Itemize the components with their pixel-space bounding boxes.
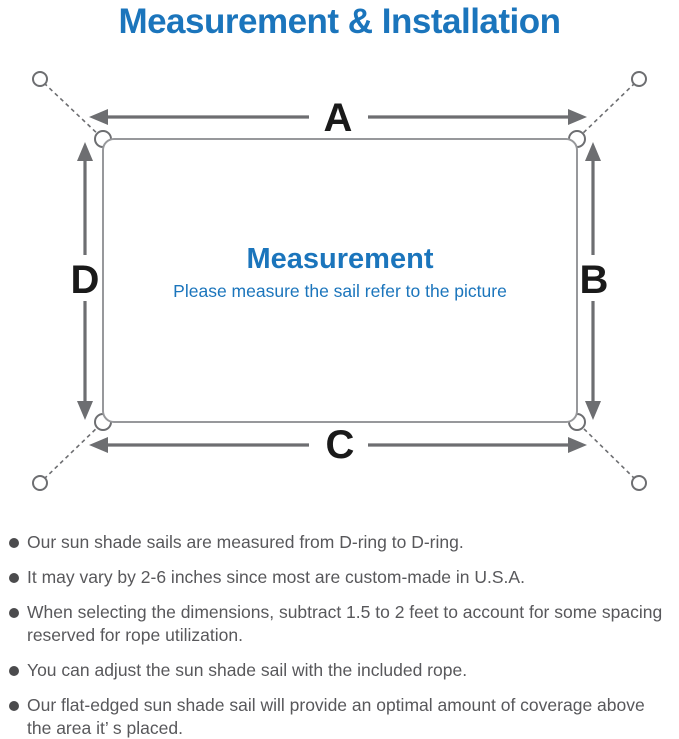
bullet-icon <box>9 701 19 711</box>
sail-rectangle <box>102 138 578 423</box>
note-item: When selecting the dimensions, subtract … <box>8 601 673 647</box>
guy-lines <box>43 82 636 480</box>
note-item: It may vary by 2-6 inches since most are… <box>8 566 673 589</box>
note-text: When selecting the dimensions, subtract … <box>27 602 663 645</box>
bullet-icon <box>9 538 19 548</box>
anchor-points <box>32 71 647 491</box>
bullet-icon <box>9 666 19 676</box>
diagram-heading: Measurement <box>247 243 434 275</box>
arrowhead-right-icon <box>568 109 587 125</box>
bullet-icon <box>9 573 19 583</box>
guy-line-bottom-left <box>43 423 102 480</box>
arrowhead-down-icon <box>77 401 93 420</box>
measurement-diagram: A C D B Measur <box>32 71 647 491</box>
dimension-label-b: B <box>580 258 609 302</box>
diagram-subheading: Please measure the sail refer to the pic… <box>173 281 507 301</box>
guy-line-top-right <box>578 82 636 138</box>
bullet-icon <box>9 608 19 618</box>
note-item: Our flat-edged sun shade sail will provi… <box>8 694 673 739</box>
guy-line-bottom-right <box>578 423 636 480</box>
dimension-label-c: C <box>326 423 355 467</box>
arrowhead-left-icon <box>89 437 108 453</box>
note-item: Our sun shade sails are measured from D-… <box>8 531 673 554</box>
note-text: You can adjust the sun shade sail with t… <box>27 660 468 680</box>
dimension-label-a: A <box>324 96 353 140</box>
anchor-circle-icon <box>32 71 48 87</box>
note-text: Our flat-edged sun shade sail will provi… <box>27 695 645 738</box>
arrowhead-up-icon <box>585 142 601 161</box>
note-item: You can adjust the sun shade sail with t… <box>8 659 673 682</box>
arrowhead-down-icon <box>585 401 601 420</box>
anchor-circle-icon <box>631 475 647 491</box>
dimension-label-d: D <box>71 258 100 302</box>
page-title: Measurement & Installation <box>118 2 561 41</box>
arrowhead-left-icon <box>89 109 108 125</box>
arrowhead-up-icon <box>77 142 93 161</box>
notes-list: Our sun shade sails are measured from D-… <box>8 531 673 739</box>
anchor-circle-icon <box>32 475 48 491</box>
note-text: Our sun shade sails are measured from D-… <box>27 532 464 552</box>
anchor-circle-icon <box>631 71 647 87</box>
note-text: It may vary by 2-6 inches since most are… <box>27 567 525 587</box>
guy-line-top-left <box>43 82 102 138</box>
arrowhead-right-icon <box>568 437 587 453</box>
